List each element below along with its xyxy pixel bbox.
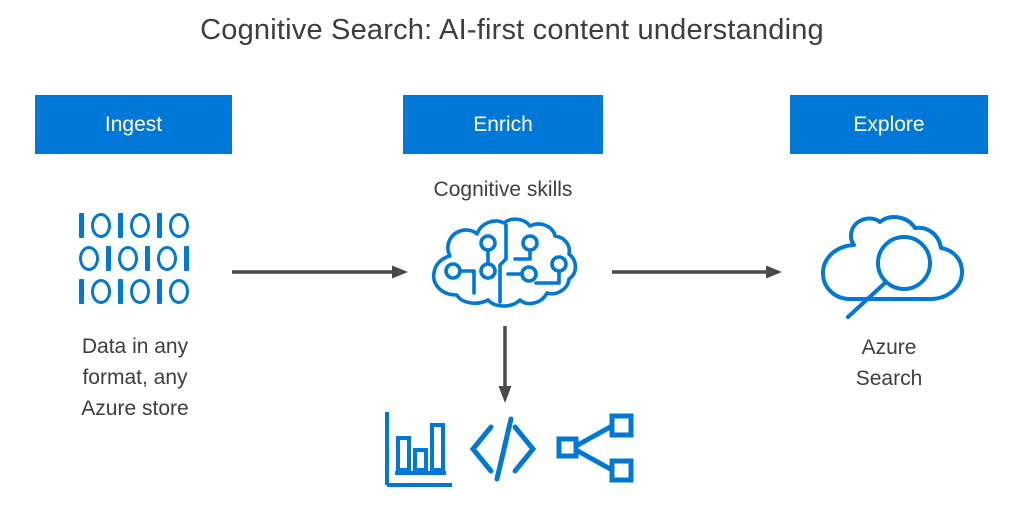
stage-box-explore: Explore [790, 95, 988, 154]
bit-one [79, 279, 84, 304]
explore-caption-line: Search [855, 367, 923, 390]
page-title: Cognitive Search: AI-first content under… [200, 14, 824, 46]
arrow-enrich-to-outputs-icon [498, 326, 512, 403]
arrow-ingest-to-enrich-icon [232, 265, 408, 279]
bit-one [145, 246, 150, 271]
bit-zero [79, 246, 99, 271]
binary-row [79, 279, 189, 304]
bit-zero [169, 279, 189, 304]
stage-box-ingest: Ingest [35, 95, 232, 154]
stage-label-enrich: Enrich [473, 112, 533, 136]
binary-data-icon [64, 213, 204, 304]
bit-one [157, 213, 162, 238]
arrow-enrich-to-explore-icon [612, 265, 782, 279]
share-graph-icon [556, 413, 634, 483]
bit-zero [169, 213, 189, 238]
bit-zero [91, 213, 111, 238]
stage-label-ingest: Ingest [104, 112, 163, 136]
stage-label-explore: Explore [853, 112, 925, 136]
code-icon [469, 416, 537, 482]
bit-one [184, 246, 189, 271]
bit-zero [130, 213, 150, 238]
bit-one [106, 246, 111, 271]
stage-box-enrich: Enrich [403, 95, 603, 154]
bit-zero [91, 279, 111, 304]
bit-one [118, 213, 123, 238]
ingest-caption: Data in any format, any Azure store [20, 331, 250, 424]
bit-zero [130, 279, 150, 304]
cloud-search-icon [821, 215, 964, 319]
ingest-caption-line: Azure store [81, 397, 189, 420]
cognitive-skills-caption: Cognitive skills [433, 178, 573, 201]
binary-row [79, 246, 189, 271]
bar-chart-icon [385, 412, 452, 487]
ingest-caption-line: format, any [82, 366, 188, 389]
explore-caption-line: Azure [861, 336, 917, 359]
bit-one [79, 213, 84, 238]
bit-zero [118, 246, 138, 271]
bit-one [157, 279, 162, 304]
bit-zero [157, 246, 177, 271]
brain-circuit-icon [431, 217, 578, 308]
binary-row [79, 213, 189, 238]
ingest-caption-line: Data in any [81, 335, 189, 358]
bit-one [118, 279, 123, 304]
explore-caption: Azure Search [790, 332, 988, 394]
